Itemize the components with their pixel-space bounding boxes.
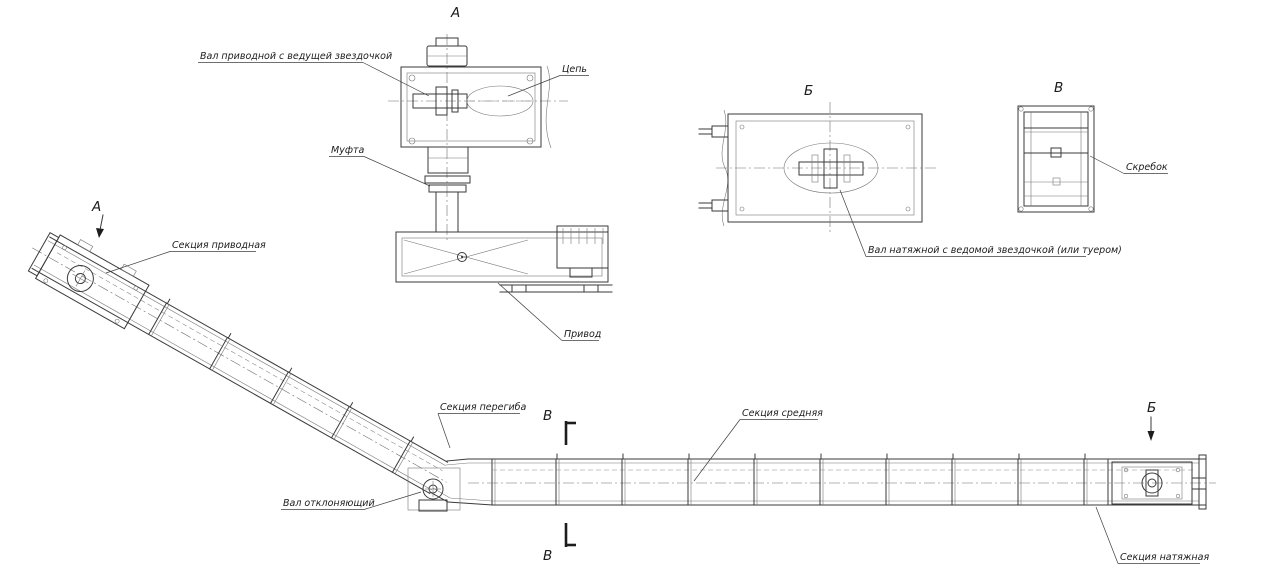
drive-base-frame xyxy=(395,231,609,283)
label-tension-section: Секция натяжная xyxy=(1095,506,1209,564)
view-a-detail xyxy=(388,34,613,293)
tension-hub xyxy=(1145,469,1159,497)
section-v-bottom-letter: В xyxy=(543,548,552,564)
label-middle-section-text: Секция средняя xyxy=(742,408,823,419)
label-drive: Привод xyxy=(497,282,602,341)
section-outer xyxy=(1017,105,1095,213)
view-v-detail xyxy=(1017,105,1095,213)
section-marks: В В А Б А Б В xyxy=(91,5,1156,564)
label-deflecting-shaft: Вал отклоняющий xyxy=(281,491,422,510)
coupling-flange-upper xyxy=(424,175,471,184)
label-tension-shaft-text: Вал натяжной с ведомой звездочкой (или т… xyxy=(868,245,1122,256)
label-deflecting-shaft-text: Вал отклоняющий xyxy=(283,498,375,509)
conveyor-bend xyxy=(407,458,496,512)
chain-outline xyxy=(466,85,534,117)
coupling-flange-lower xyxy=(428,184,467,193)
break-line xyxy=(545,65,552,149)
drive-sprocket-hub xyxy=(435,86,448,116)
break-line xyxy=(721,109,729,227)
drive-sprocket xyxy=(66,265,94,293)
label-scraper: Скребок xyxy=(1089,155,1168,174)
label-chain-text: Цепь xyxy=(562,64,587,75)
incline-panel-joints xyxy=(148,298,415,474)
label-tension-shaft: Вал натяжной с ведомой звездочкой (или т… xyxy=(839,189,1122,257)
view-a-letter: А xyxy=(450,5,460,21)
drum-bracket xyxy=(418,499,448,512)
view-arrow-a-letter: А xyxy=(91,199,101,215)
bearing-stub-top xyxy=(711,125,729,138)
label-tension-section-text: Секция натяжная xyxy=(1120,552,1209,563)
deflecting-drum xyxy=(422,478,444,500)
tension-shaft xyxy=(798,161,864,176)
label-drive-section: Секция приводная xyxy=(105,240,266,274)
label-coupling-text: Муфта xyxy=(331,145,364,156)
drive-frame xyxy=(400,66,542,148)
label-middle-section: Секция средняя xyxy=(693,408,823,482)
label-chain: Цепь xyxy=(507,64,589,97)
label-drive-section-text: Секция приводная xyxy=(172,240,266,251)
label-drive-shaft: Вал приводной с ведущей звездочкой xyxy=(198,51,430,97)
section-inner xyxy=(1023,111,1089,207)
label-scraper-text: Скребок xyxy=(1126,162,1168,173)
view-arrow-b-letter: Б xyxy=(1147,400,1156,416)
tension-drum xyxy=(1141,472,1163,494)
view-arrow-a-head xyxy=(96,228,104,238)
driven-sprocket-hub xyxy=(823,148,838,189)
callout-labels: Вал приводной с ведущей звездочкой Цепь … xyxy=(105,51,1209,564)
bearing-stub-bottom xyxy=(711,199,729,212)
view-b-detail xyxy=(698,102,936,234)
lower-bearing xyxy=(427,146,469,174)
label-drive-shaft-text: Вал приводной с ведущей звездочкой xyxy=(200,51,392,62)
label-bend-section-text: Секция перегиба xyxy=(440,402,527,413)
tension-assembly xyxy=(1111,461,1207,505)
conveyor-incline xyxy=(27,231,449,495)
motor-foot xyxy=(569,267,593,278)
section-v-top-letter: В xyxy=(543,408,552,424)
view-b-letter: Б xyxy=(804,83,813,99)
label-drive-text: Привод xyxy=(564,329,602,340)
drive-section-box xyxy=(27,231,150,330)
label-coupling: Муфта xyxy=(329,145,431,187)
conveyor-horizontal xyxy=(468,453,1216,510)
view-arrow-b-head xyxy=(1147,431,1155,441)
view-v-letter: В xyxy=(1054,80,1063,96)
horizontal-panel-joints xyxy=(555,453,1109,506)
label-bend-section: Секция перегиба xyxy=(437,402,527,449)
